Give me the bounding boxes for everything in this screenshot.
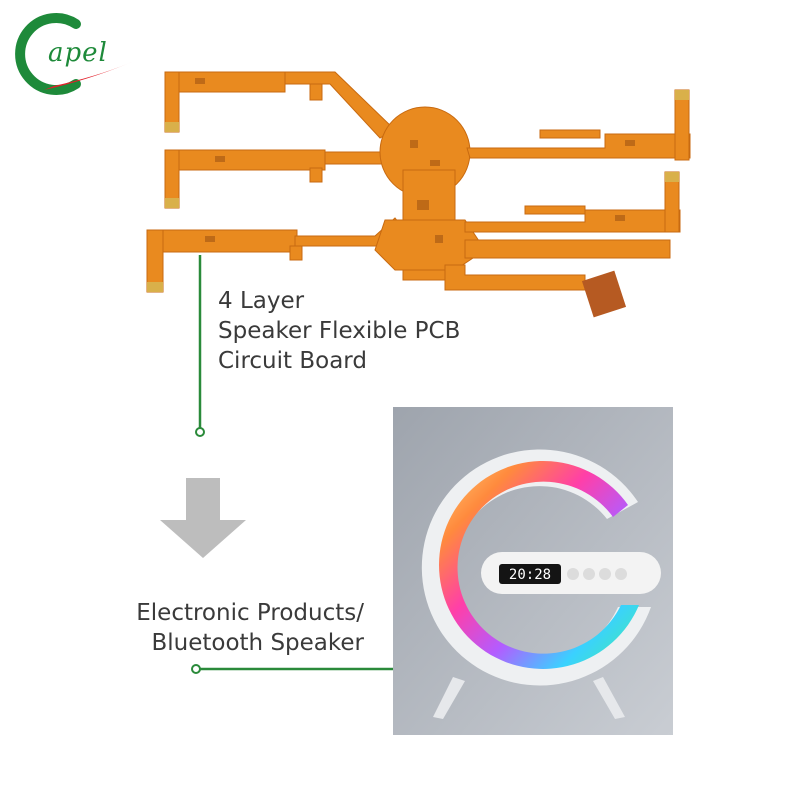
pcb-label-line2: Speaker Flexible PCB bbox=[218, 318, 461, 344]
product-label-line1: Electronic Products/ bbox=[136, 600, 364, 626]
clock-display: 20:28 bbox=[509, 567, 551, 583]
flexible-pcb-image bbox=[146, 71, 691, 318]
pcb-label-line1: 4 Layer bbox=[218, 288, 305, 314]
product-label: Electronic Products/ Bluetooth Speaker bbox=[118, 598, 364, 658]
bluetooth-speaker-image: 20:28 bbox=[393, 407, 673, 735]
down-arrow-icon bbox=[160, 478, 246, 558]
logo-text: apel bbox=[48, 38, 108, 68]
capel-logo-icon bbox=[15, 13, 132, 95]
product-label-line2: Bluetooth Speaker bbox=[151, 630, 364, 656]
capel-logo: apel bbox=[14, 10, 139, 100]
pcb-label: 4 Layer Speaker Flexible PCB Circuit Boa… bbox=[218, 286, 460, 376]
pcb-label-line3: Circuit Board bbox=[218, 348, 367, 374]
